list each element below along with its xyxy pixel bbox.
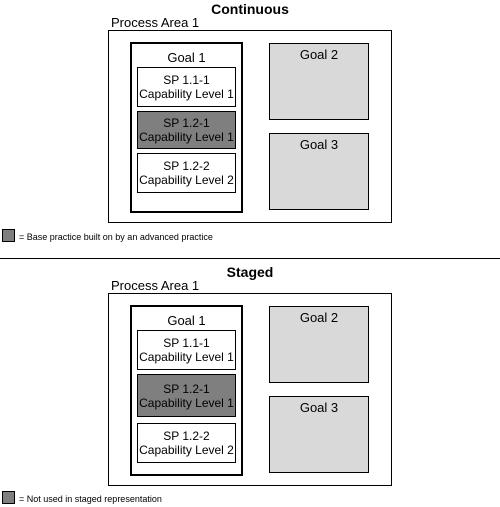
staged-goal-2-box: Goal 2 — [269, 306, 369, 383]
sp-level: Capability Level 1 — [139, 395, 234, 410]
sp-id: SP 1.2-2 — [163, 429, 210, 443]
staged-sp-1-2-2-box: SP 1.2-2 Capability Level 2 — [137, 423, 236, 463]
staged-goal-1-label: Goal 1 — [167, 313, 206, 328]
staged-goal-3-label: Goal 3 — [299, 400, 339, 415]
staged-process-area-label: Process Area 1 — [111, 278, 200, 293]
sp-level: Capability Level 1 — [139, 130, 234, 144]
continuous-legend-text: = Base practice built on by an advanced … — [19, 232, 213, 242]
continuous-sp-1-2-2-box: SP 1.2-2 Capability Level 2 — [137, 153, 236, 193]
continuous-goal-3-label: Goal 3 — [299, 137, 339, 152]
sp-id: SP 1.2-1 — [163, 381, 210, 396]
sp-level: Capability Level 2 — [139, 173, 234, 187]
sp-id: SP 1.2-1 — [163, 116, 210, 130]
continuous-process-area-label: Process Area 1 — [111, 15, 200, 30]
sp-level: Capability Level 2 — [139, 443, 234, 457]
continuous-goal-3-box: Goal 3 — [269, 133, 369, 210]
continuous-title: Continuous — [211, 1, 289, 17]
continuous-sp-1-2-1-box: SP 1.2-1 Capability Level 1 — [137, 111, 236, 149]
staged-sp-1-1-box: SP 1.1-1 Capability Level 1 — [137, 330, 236, 370]
staged-sp-1-2-1-box: SP 1.2-1 Capability Level 1 — [137, 374, 236, 417]
staged-goal-3-box: Goal 3 — [269, 396, 369, 473]
sp-id: SP 1.1-1 — [163, 73, 210, 87]
staged-goal-2-label: Goal 2 — [299, 310, 339, 325]
continuous-sp-1-1-box: SP 1.1-1 Capability Level 1 — [137, 67, 236, 107]
sp-id: SP 1.2-2 — [163, 159, 210, 173]
staged-legend-text: = Not used in staged representation — [19, 494, 162, 504]
continuous-goal-2-label: Goal 2 — [299, 47, 339, 62]
section-divider — [0, 258, 500, 259]
staged-title: Staged — [226, 264, 274, 280]
sp-level: Capability Level 1 — [139, 350, 234, 364]
continuous-goal-1-label: Goal 1 — [167, 50, 206, 65]
staged-legend-swatch — [2, 491, 15, 504]
continuous-legend-swatch — [2, 229, 15, 242]
continuous-goal-2-box: Goal 2 — [269, 43, 369, 120]
sp-level: Capability Level 1 — [139, 87, 234, 101]
sp-id: SP 1.1-1 — [163, 336, 210, 350]
